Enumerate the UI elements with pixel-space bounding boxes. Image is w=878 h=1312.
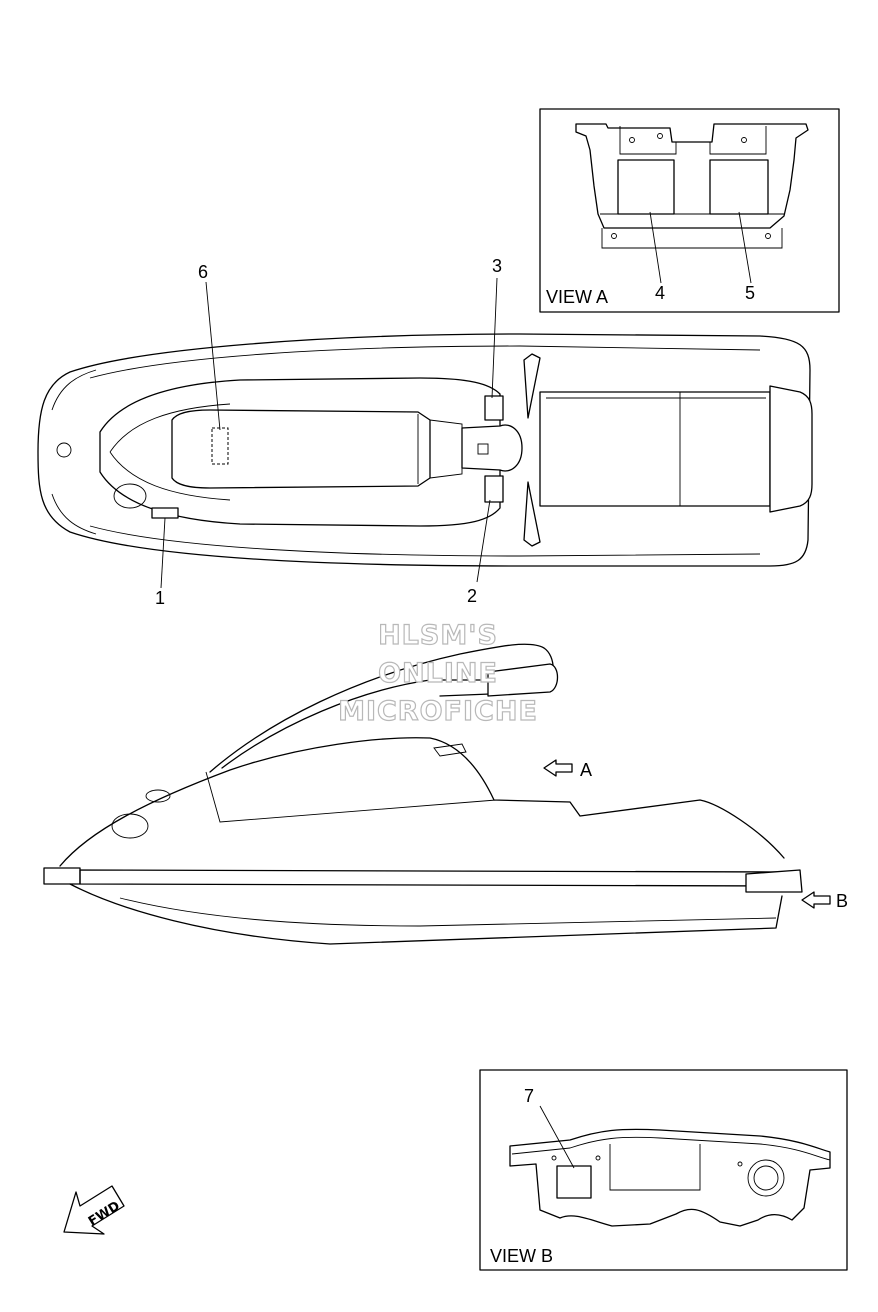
view-a-panel: 4 5 VIEW A (539, 108, 840, 313)
hull-rear-shape (509, 1128, 831, 1227)
nozzle (747, 1159, 785, 1197)
callout-7: 7 (524, 1086, 534, 1106)
bow-bumper (43, 867, 81, 885)
bumper-lines (51, 369, 97, 535)
top-view-hull: 6 3 2 1 (37, 256, 813, 608)
handlepole (461, 424, 523, 472)
watermark-line-2: ONLINE (378, 658, 498, 689)
callout-5: 5 (745, 283, 755, 303)
callout-4: 4 (655, 283, 665, 303)
hood-line (205, 771, 497, 823)
fwd-arrow-shape (63, 1185, 125, 1235)
leader-4 (649, 211, 662, 284)
view-a-title: VIEW A (546, 287, 608, 307)
view-b-arrow (801, 891, 831, 909)
stern-bumper (745, 869, 803, 893)
watermark-line-1: HLSM'S (378, 620, 498, 651)
callout-1: 1 (155, 588, 165, 608)
view-b-frame (479, 1069, 848, 1271)
view-b-panel: 7 VIEW B (479, 1069, 848, 1271)
leader-5 (738, 211, 752, 284)
hood (171, 409, 431, 489)
view-a-arrow-label: A (580, 760, 592, 780)
gunwale (79, 869, 781, 887)
bow-eye (56, 442, 72, 458)
watermark-line-3: MICROFICHE (338, 696, 538, 727)
chine-line (119, 897, 777, 927)
leader-3 (491, 277, 498, 399)
seat-underside-shape (575, 123, 809, 229)
label-4-rect (617, 159, 675, 215)
headlight-side (111, 813, 149, 839)
fwd-arrow: FWD (63, 1185, 125, 1235)
leader-6 (205, 281, 221, 431)
label-3-rect (484, 395, 504, 421)
label-2-rect (484, 475, 504, 503)
tray-divider (546, 392, 766, 506)
fuel-cap (113, 483, 147, 509)
leader-1 (160, 517, 166, 589)
view-a-arrow (543, 759, 573, 777)
rear-tray (539, 391, 771, 507)
callout-3: 3 (492, 256, 502, 276)
leader-7 (539, 1105, 575, 1169)
deck-contour (109, 403, 231, 501)
handlepole-side-inner (221, 679, 491, 769)
label-1-rect (151, 507, 179, 519)
hull-rail-lines (89, 345, 761, 557)
hull-outline (37, 333, 811, 567)
hull-rear-lip (511, 1136, 831, 1161)
stern (769, 385, 813, 513)
view-b-title: VIEW B (490, 1246, 553, 1266)
label-7-rect (556, 1165, 592, 1199)
handlebar-upper (523, 353, 541, 419)
side-view-hull: A B (43, 643, 848, 945)
leader-2 (476, 499, 491, 583)
deck-side (59, 737, 785, 867)
handlebar-side (487, 663, 559, 697)
seat-ribs (619, 126, 767, 155)
watermark: HLSM'S ONLINE MICROFICHE (337, 619, 538, 727)
vent (433, 743, 467, 757)
callout-6: 6 (198, 262, 208, 282)
callout-2: 2 (467, 586, 477, 606)
label-5-rect (709, 159, 769, 215)
hull-bottom (69, 883, 783, 945)
view-b-arrow-label: B (836, 891, 848, 911)
handlebar-lower (523, 481, 541, 547)
jet-housing (609, 1144, 701, 1191)
view-a-frame (539, 108, 840, 313)
